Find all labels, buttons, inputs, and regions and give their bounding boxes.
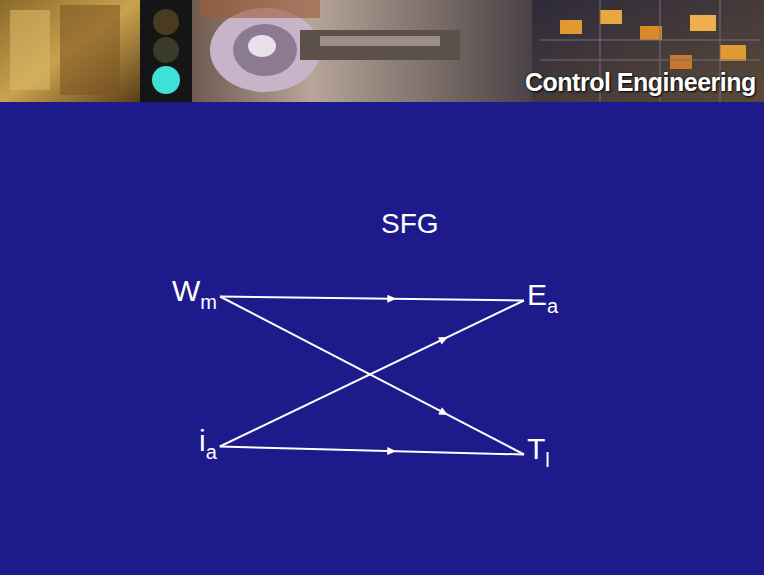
signal-node: Ea [524,276,561,317]
signal-branch [220,301,524,447]
node-label: ia [199,424,217,461]
signal-node: Wm [169,272,220,313]
branch-arrowhead [387,295,396,303]
signal-branch [220,447,524,455]
signal-node: ia [196,422,220,463]
branch-arrowhead [438,337,448,345]
node-label: Tl [527,432,550,469]
signal-branch [220,297,524,301]
node-label: Ea [527,278,558,315]
branch-arrowhead [387,447,396,455]
signal-branch [220,297,524,455]
node-label: Wm [172,274,217,311]
banner-title: Control Engineering [525,68,756,96]
branch-arrowhead [438,407,448,415]
diagram-title: SFG [381,208,439,240]
signal-node: Tl [524,430,553,471]
